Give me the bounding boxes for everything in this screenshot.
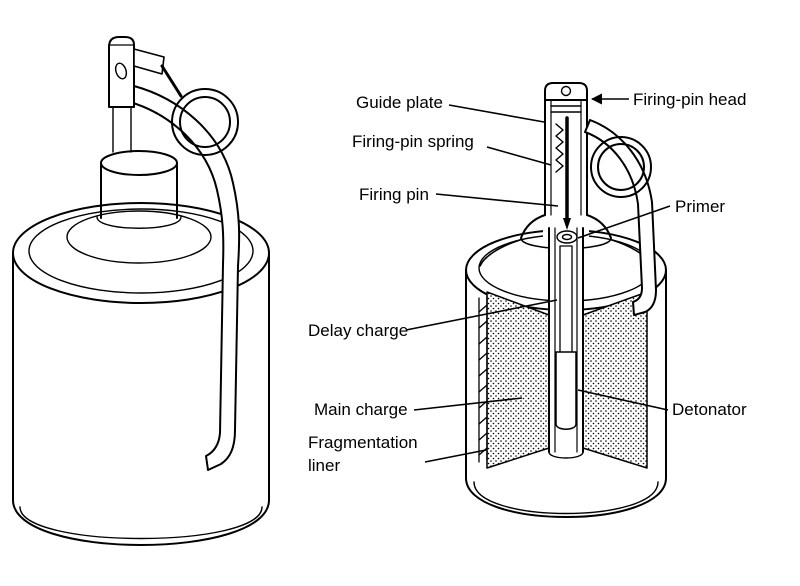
cutaway-safety-lever — [584, 119, 657, 316]
firing-pin-head — [544, 82, 588, 101]
label-fragmentation-liner: Fragmentation liner — [308, 433, 418, 475]
grenade-external-view — [12, 36, 270, 546]
leader-fragmentation-liner — [424, 449, 487, 463]
fuze-neck — [96, 150, 182, 229]
firing-pin — [563, 116, 571, 230]
leader-main-charge — [413, 397, 523, 411]
leader-detonator — [577, 389, 669, 411]
guide-plate — [550, 105, 582, 113]
striker-assembly — [108, 36, 183, 153]
label-main-charge: Main charge — [314, 400, 408, 419]
grenade-body — [12, 202, 270, 546]
label-firing-pin: Firing pin — [359, 185, 429, 204]
safety-pin — [160, 64, 183, 98]
pull-ring — [171, 88, 239, 156]
safety-lever — [129, 85, 241, 471]
label-firing-pin-spring: Firing-pin spring — [352, 132, 474, 151]
leader-lines — [405, 93, 671, 463]
label-detonator: Detonator — [672, 400, 747, 419]
primer — [556, 230, 578, 244]
fuze-housing — [520, 99, 612, 239]
label-delay-charge: Delay charge — [308, 321, 409, 340]
cutaway-pull-ring — [590, 136, 652, 198]
leader-primer — [577, 205, 671, 239]
leader-delay-charge — [405, 299, 558, 331]
leader-firing-pin-spring — [486, 146, 552, 166]
label-guide-plate: Guide plate — [356, 93, 443, 112]
fragmentation-liner — [478, 295, 488, 463]
label-primer: Primer — [675, 197, 726, 216]
leader-firing-pin — [435, 193, 559, 207]
leader-guide-plate — [448, 104, 545, 123]
central-tube — [548, 227, 584, 459]
grenade-cutaway-view — [465, 81, 667, 518]
detonator — [555, 351, 577, 430]
firing-pin-spring — [555, 123, 564, 173]
main-charge — [486, 291, 648, 469]
label-firing-pin-head: Firing-pin head — [633, 90, 747, 109]
